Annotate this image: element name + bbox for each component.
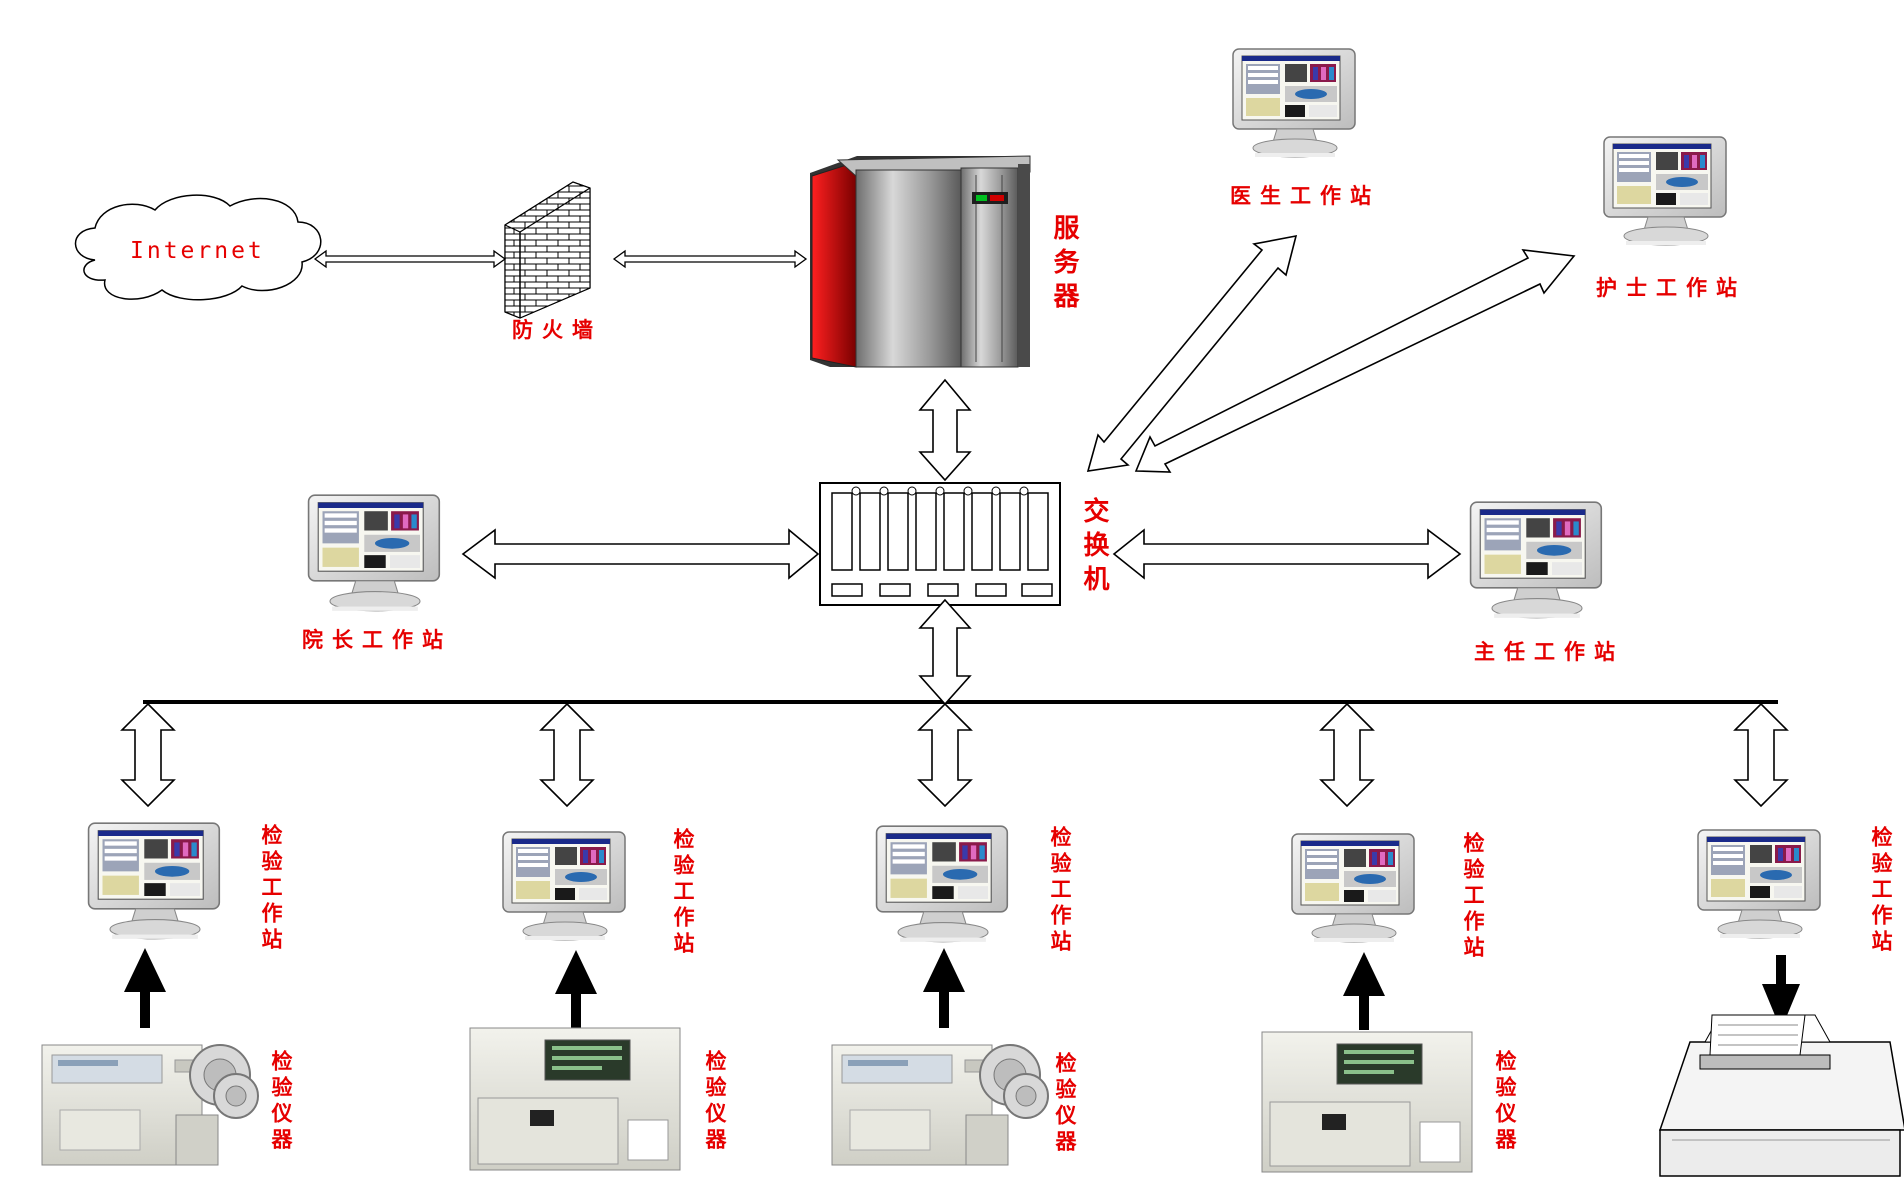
lab-workstation-label-2: 检验工作站 [671, 828, 696, 958]
lab-instrument-icon-2 [469, 1027, 681, 1171]
lab-workstation-label-1: 检验工作站 [259, 824, 284, 954]
lab-instrument-icon-4 [1261, 1031, 1473, 1173]
link-firewall-server [612, 249, 808, 269]
lab-workstation-label-5: 检验工作站 [1869, 826, 1894, 956]
lab-instrument-label-4: 检验仪器 [1493, 1050, 1518, 1154]
lab-workstation-icon-2 [502, 831, 626, 941]
link-bus-lab3 [917, 702, 973, 808]
internet-cloud [74, 194, 322, 301]
link-bus-lab4 [1319, 702, 1375, 808]
server-label: 服务器 [1049, 214, 1079, 316]
lab-instrument-icon-3 [831, 1044, 1049, 1166]
lab-workstation-icon-3 [875, 825, 1009, 943]
lab-workstation-icon-5 [1697, 829, 1821, 939]
link-switch-director [1112, 528, 1462, 580]
director-workstation-label: 主任工作站 [1474, 639, 1624, 664]
lab-instrument-label-3: 检验仪器 [1053, 1052, 1078, 1156]
lab-workstation-label-3: 检验工作站 [1048, 826, 1073, 956]
nurse-workstation-label: 护士工作站 [1596, 275, 1746, 300]
switch-label: 交换机 [1079, 497, 1109, 599]
lab-workstation-icon-4 [1291, 833, 1415, 943]
firewall-icon [504, 181, 591, 319]
server-icon [810, 155, 1031, 368]
link-switch-bus [918, 598, 972, 706]
link-internet-firewall [313, 249, 507, 269]
director-workstation-icon [1469, 501, 1603, 619]
data-arrow-3 [923, 948, 965, 1028]
data-arrow-1 [124, 948, 166, 1028]
lab-instrument-label-1: 检验仪器 [269, 1050, 294, 1154]
dean-workstation-icon [307, 494, 441, 612]
link-bus-lab1 [120, 702, 176, 808]
switch-icon [819, 482, 1061, 606]
doctor-workstation-icon [1232, 48, 1356, 158]
lab-instrument-label-2: 检验仪器 [703, 1050, 728, 1154]
internet-label: Internet [130, 238, 265, 264]
link-switch-nurse [1134, 249, 1576, 473]
data-arrow-2 [555, 950, 597, 1030]
print-arrow [1762, 955, 1800, 1030]
dean-workstation-label: 院长工作站 [302, 627, 452, 652]
link-bus-lab2 [539, 702, 595, 808]
data-arrow-4 [1343, 952, 1385, 1030]
link-bus-lab5 [1733, 702, 1789, 808]
link-switch-doctor [1086, 234, 1298, 472]
lab-workstation-icon-1 [87, 822, 221, 940]
nurse-workstation-icon [1603, 136, 1727, 246]
lab-instrument-icon-1 [41, 1044, 259, 1166]
doctor-workstation-label: 医生工作站 [1230, 183, 1380, 208]
firewall-label: 防火墙 [512, 317, 602, 342]
lab-workstation-label-4: 检验工作站 [1461, 832, 1486, 962]
link-server-switch [918, 378, 972, 482]
link-dean-switch [461, 528, 820, 580]
printer-icon [1658, 1014, 1904, 1177]
